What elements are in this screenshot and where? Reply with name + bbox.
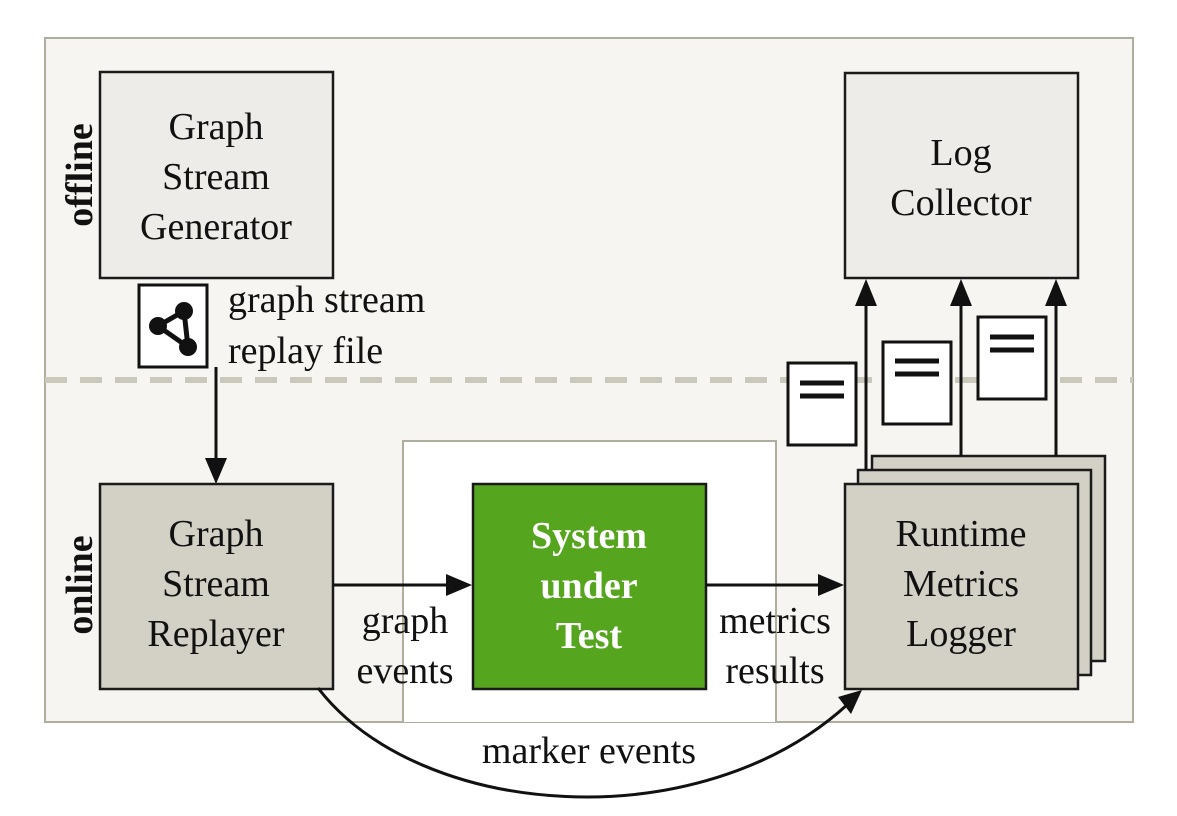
sut-label-line2: under (540, 565, 637, 607)
graph-stream-generator[interactable]: Graph Stream Generator (98, 70, 335, 280)
replay-file-label-line1: graph stream (228, 279, 425, 321)
metrics-results-arrow (706, 574, 844, 596)
sut-label-line1: System (531, 515, 647, 557)
replayer-label-line2: Stream (162, 563, 270, 605)
log-upload-arrows (855, 279, 1067, 470)
generator-label-line1: Graph (169, 106, 264, 148)
replay-file-arrow (205, 367, 227, 484)
logger-label-line3: Logger (906, 613, 1016, 655)
collector-label-line1: Log (930, 132, 991, 174)
log-document-icon (786, 361, 858, 447)
metrics-results-label-line1: metrics (719, 600, 831, 642)
online-zone-label: online (59, 535, 101, 634)
generator-label-line2: Stream (162, 156, 270, 198)
generator-label-line3: Generator (140, 206, 292, 248)
marker-events-label: marker events (482, 730, 696, 772)
replayer-label-line1: Graph (169, 513, 264, 555)
marker-events-arrow (316, 687, 862, 799)
log-collector[interactable]: Log Collector (843, 71, 1080, 280)
runtime-metrics-logger[interactable]: Runtime Metrics Logger (843, 482, 1080, 691)
metrics-results-label-line2: results (725, 650, 824, 692)
logger-label-line1: Runtime (896, 513, 1027, 555)
log-document-icon (881, 340, 953, 426)
graph-events-label-line1: graph (362, 600, 449, 642)
graph-events-arrow (333, 574, 472, 596)
graph-file-icon (137, 283, 209, 369)
replay-file-label-line2: replay file (228, 330, 383, 372)
sut-label-line3: Test (556, 615, 623, 657)
system-under-test[interactable]: System under Test (471, 482, 708, 691)
offline-zone-label: offline (59, 123, 101, 226)
graph-events-label-line2: events (356, 650, 453, 692)
log-document-icon (976, 315, 1048, 401)
replayer-label-line3: Replayer (147, 613, 285, 655)
collector-label-line2: Collector (890, 182, 1032, 224)
graph-stream-replayer[interactable]: Graph Stream Replayer (98, 482, 335, 691)
logger-label-line2: Metrics (903, 563, 1019, 605)
